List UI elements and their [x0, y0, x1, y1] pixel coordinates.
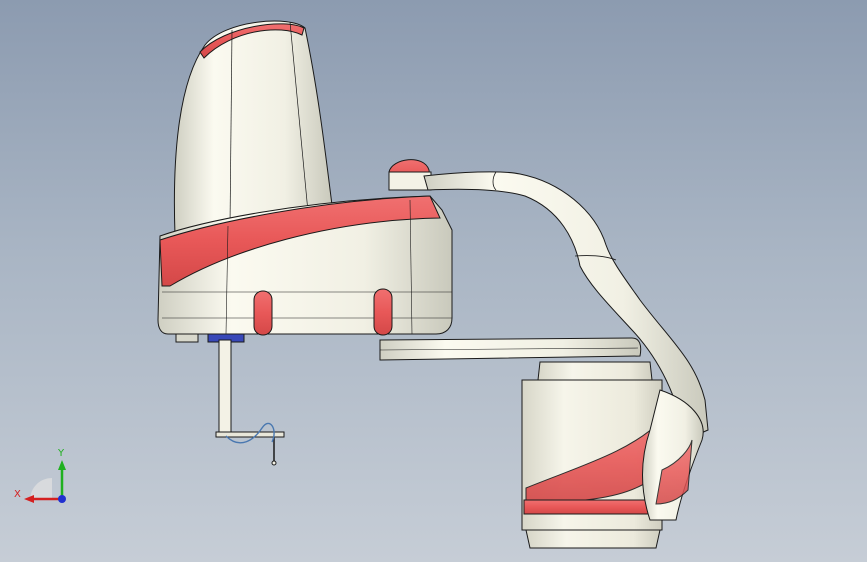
coordinate-triad: Y X: [14, 448, 66, 503]
robot-model: [157, 20, 709, 549]
triad-plane: [30, 478, 52, 500]
x-axis-arrowhead: [24, 495, 34, 503]
end-effector-bar: [215, 431, 285, 438]
end-effector-tip: [271, 460, 277, 466]
arm-seam-line: [379, 347, 639, 351]
base-edge-line: [409, 199, 413, 335]
tower-edge-line: [229, 29, 233, 227]
column-top-flange: [537, 361, 653, 381]
cable-guide: [642, 389, 704, 521]
base-knob-right: [373, 288, 393, 336]
cable-guide-accent: [655, 439, 693, 505]
joint-collar: [388, 171, 432, 191]
tower-edge-line: [289, 21, 309, 213]
tower-top-accent: [199, 23, 305, 59]
base-foot: [175, 333, 199, 343]
y-axis-arrowhead: [58, 460, 66, 470]
tower-shell: [173, 20, 333, 236]
conduit-seam: [574, 255, 617, 261]
y-axis-label: Y: [57, 448, 65, 459]
end-effector-cable: [225, 422, 275, 444]
base-knob-left: [253, 290, 273, 336]
base-edge-line: [225, 225, 229, 335]
z-axis-dot: [58, 495, 66, 503]
quill-shaft: [218, 339, 232, 435]
base-red-band: [159, 195, 441, 287]
column-base: [525, 529, 661, 549]
conduit-seam: [492, 171, 497, 191]
column-red-band: [523, 499, 665, 515]
x-axis-label: X: [14, 489, 21, 500]
